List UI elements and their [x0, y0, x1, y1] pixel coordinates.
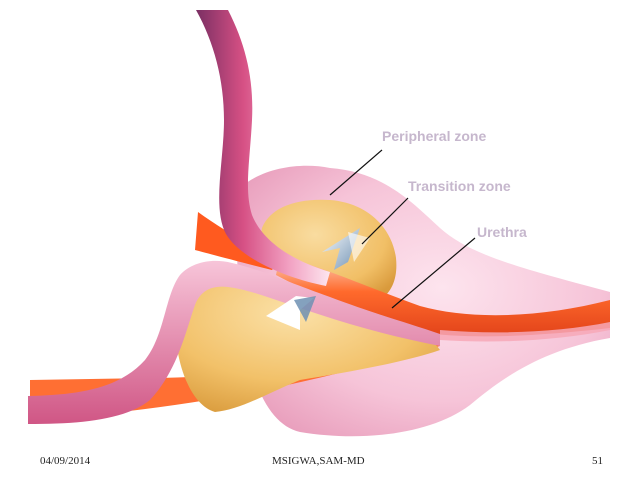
footer-author: MSIGWA,SAM-MD: [272, 455, 365, 467]
footer-date: 04/09/2014: [40, 455, 91, 467]
urethra-tube: [276, 255, 610, 337]
leader-line-urethra: [391, 237, 476, 309]
label-urethra: Urethra: [477, 224, 527, 240]
urethra-inner-band: [440, 322, 610, 342]
leader-line-peripheral: [329, 149, 383, 196]
arrow-icon-upper: [322, 228, 370, 270]
arrow-icon-lower: [266, 296, 316, 330]
bladder-wall: [196, 10, 330, 286]
label-transition-zone: Transition zone: [408, 178, 511, 194]
footer-page-number: 51: [592, 455, 603, 467]
leader-line-transition: [361, 197, 409, 245]
pink-wall-lower: [28, 260, 440, 424]
label-peripheral-zone: Peripheral zone: [382, 128, 487, 144]
transition-zone-lower: [174, 269, 440, 412]
